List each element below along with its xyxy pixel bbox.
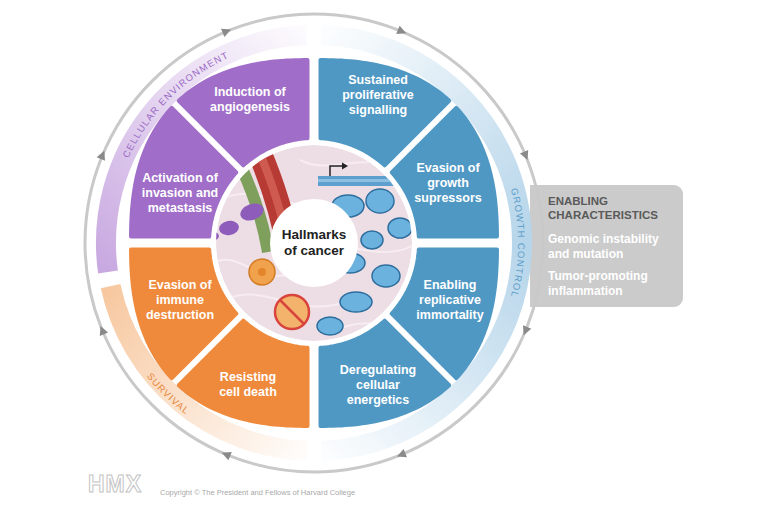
- category-label-text: GROWTH CONTROL: [509, 187, 527, 299]
- section-heading: ENABLING CHARACTERISTICS: [548, 194, 670, 223]
- category-label: GROWTH CONTROL: [509, 187, 527, 299]
- hallmark-label: Deregulating cellular energetics: [332, 363, 424, 407]
- characteristics-box: ENABLING CHARACTERISTICS Genomic instabil…: [530, 185, 683, 307]
- characteristic-item: Tumor-promoting inflammation: [548, 269, 670, 299]
- tumor-cell: [361, 231, 383, 249]
- tumor-cell: [388, 218, 412, 238]
- ring-arrows: [96, 25, 531, 460]
- ring-arrowhead: [96, 324, 108, 336]
- copyright-note: Copyright © The President and Fellows of…: [160, 488, 355, 497]
- immune-cell: [249, 259, 275, 285]
- ring-arrowhead: [396, 26, 408, 38]
- tumor-cell: [372, 265, 400, 287]
- hallmark-segment: Evasion of immune destruction: [127, 245, 241, 383]
- immune-cell-nucleus: [258, 268, 266, 276]
- hallmark-label: Induction of angiogenesis: [204, 85, 296, 115]
- hallmark-label: Enabling replicative immortality: [405, 278, 495, 322]
- hallmark-label: Evasion of growth supressors: [400, 161, 496, 205]
- characteristic-item: Genomic instability and mutation: [548, 232, 670, 262]
- ring-arrowhead: [520, 150, 532, 162]
- category-bands: [106, 35, 522, 451]
- promoter-arrowhead: [342, 163, 348, 170]
- ring-arrowhead: [220, 449, 232, 461]
- tissue-background: [216, 145, 412, 341]
- outer-ring: [85, 14, 543, 472]
- invading-cell: [218, 219, 240, 236]
- ring-arrowhead: [97, 149, 109, 161]
- invading-cell: [238, 200, 266, 223]
- promoter-arrow: [330, 166, 342, 176]
- segment-shape: [131, 108, 236, 237]
- segment-shape: [131, 250, 236, 379]
- segment-shape: [321, 321, 450, 426]
- hallmark-label: Sustained proliferative signalling: [332, 73, 424, 117]
- ring-arrowhead: [520, 325, 532, 337]
- tumor-cell: [366, 189, 394, 213]
- tumor-cell: [340, 292, 372, 312]
- tumor-cell: [317, 317, 343, 335]
- hallmark-segment: Activation of invasion and metastasis: [127, 103, 241, 241]
- hallmark-segment: Evasion of growth supressors: [387, 103, 501, 241]
- blocked-death-cell: [275, 295, 309, 329]
- logo-watermark: HMX: [88, 471, 142, 498]
- hallmark-segment: Deregulating cellular energetics: [316, 316, 454, 430]
- prohibition-slash: [280, 300, 304, 324]
- category-band: [321, 35, 522, 243]
- hallmark-label: Evasion of immune destruction: [140, 278, 220, 322]
- hallmark-label: Resisting cell death: [213, 370, 283, 400]
- ring-arrowhead: [221, 25, 233, 37]
- center-title: Hallmarks of cancer: [276, 227, 352, 258]
- segment-shape: [392, 108, 497, 237]
- ring-arrowhead: [395, 449, 407, 461]
- center-circle: Hallmarks of cancer: [270, 199, 358, 287]
- hallmark-label: Activation of invasion and metastasis: [134, 171, 226, 215]
